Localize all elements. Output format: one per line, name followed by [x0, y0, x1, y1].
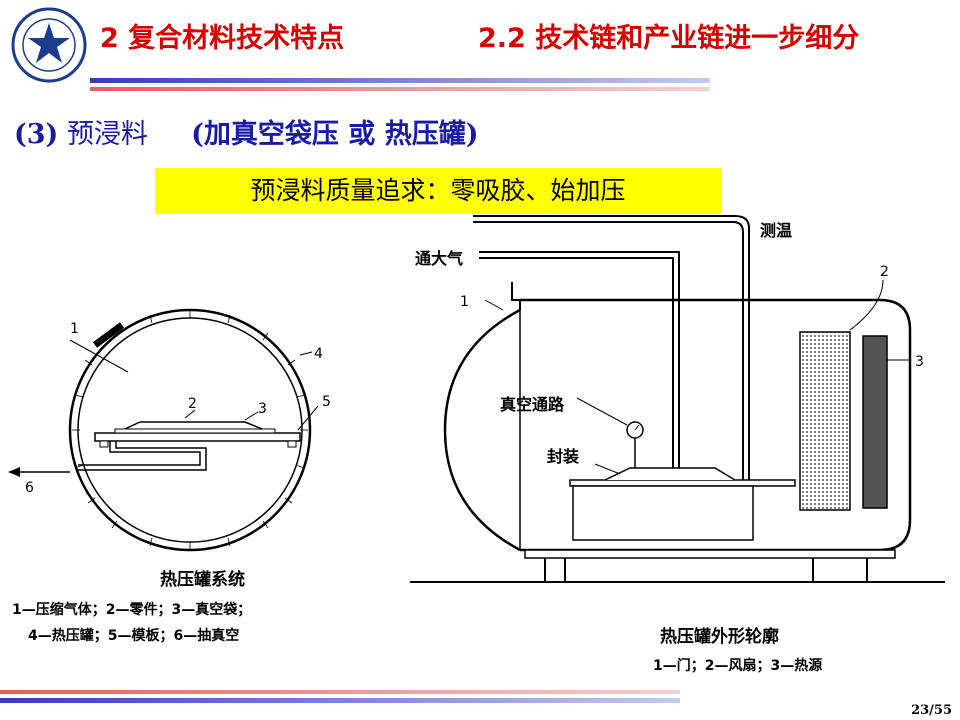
header-title-right: 2.2 技术链和产业链进一步细分: [478, 23, 860, 54]
header-title-left: 2 复合材料技术特点: [100, 23, 345, 54]
autoclave-system-diagram: 1 2 3 4 5 6 热压罐系统 1—压缩气体；2—零件；3—真空袋； 4—热…: [8, 308, 331, 644]
right-figure-caption: 热压罐外形轮廓: [660, 626, 779, 647]
footer-divider-blue: [0, 698, 680, 703]
left-figure-legend-line1: 1—压缩气体；2—零件；3—真空袋；: [12, 601, 251, 618]
label-part: 2: [188, 396, 197, 412]
section-name: 预浸料: [66, 119, 148, 150]
label-sealing: 封装: [547, 447, 579, 466]
footer-divider: [0, 690, 680, 694]
label-heat-source: 3: [915, 354, 924, 370]
right-figure-legend: 1—门；2—风扇；3—热源: [653, 657, 822, 674]
header-divider-red: [90, 87, 710, 91]
page-number: 23/55: [911, 703, 952, 718]
highlight-box: 预浸料质量追求：零吸胶、始加压: [155, 168, 721, 214]
left-figure-legend-line2: 4—热压罐；5—模板；6—抽真空: [28, 627, 239, 644]
header-divider: [90, 78, 710, 83]
section-number: (3): [14, 119, 59, 150]
label-fan: 2: [880, 264, 889, 280]
label-compressed-gas: 1: [70, 321, 79, 337]
label-vacuum-bag: 3: [258, 401, 267, 417]
label-tool-plate: 5: [322, 394, 331, 410]
label-vacuum-path: 真空通路: [500, 395, 565, 414]
label-temperature: 测温: [760, 221, 792, 240]
section-heading: (3) 预浸料 (加真空袋压 或 热压罐): [14, 112, 478, 151]
section-process: (加真空袋压 或 热压罐): [191, 119, 479, 150]
vessel-wall-hatching: [72, 310, 308, 550]
label-autoclave: 4: [314, 346, 323, 362]
autoclave-outline-diagram: 测温 通大气 1 2 3 真空通路 封装 热压罐外形轮廓 1—门；2—风扇；3—…: [410, 215, 945, 674]
university-seal-icon: [11, 7, 87, 83]
label-door: 1: [460, 294, 469, 310]
left-figure-caption: 热压罐系统: [160, 569, 245, 590]
label-vent: 通大气: [415, 249, 463, 268]
label-vacuum-pump: 6: [25, 480, 34, 496]
